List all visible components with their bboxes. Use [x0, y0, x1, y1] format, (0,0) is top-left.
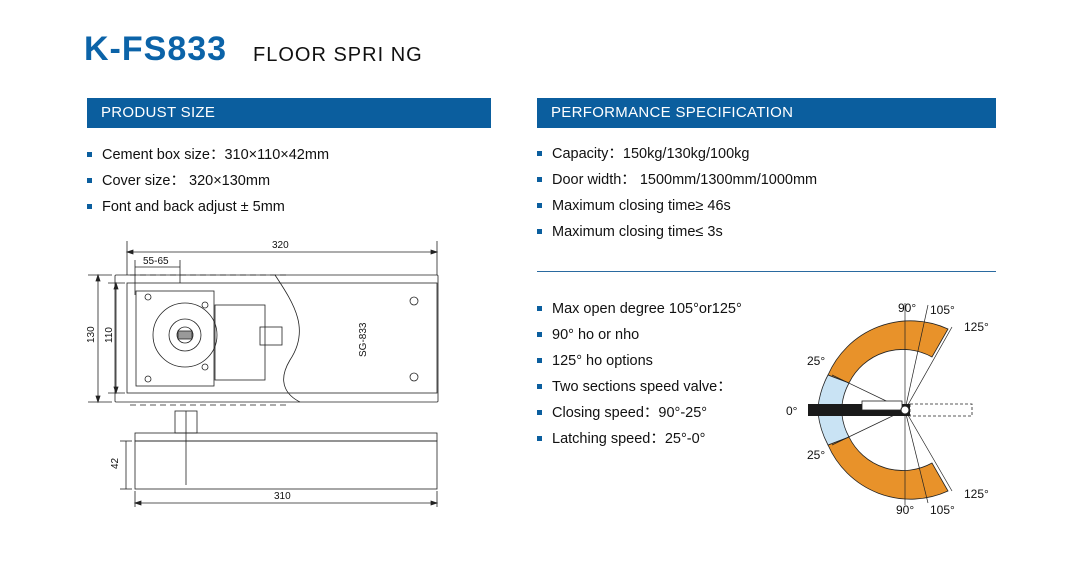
list-item: Cement box size：310×110×42mm: [87, 146, 329, 172]
dim-55-65: 55-65: [143, 256, 169, 267]
list-item: Font and back adjust ± 5mm: [87, 198, 329, 224]
dim-130: 130: [86, 326, 97, 343]
dim-42: 42: [110, 457, 121, 469]
label-top-90: 90°: [898, 301, 916, 315]
label-lower-25: 25°: [807, 448, 825, 462]
list-item: Capacity：150kg/130kg/100kg: [537, 145, 817, 171]
label-upper-25: 25°: [807, 354, 825, 368]
list-item: Latching speed：25°-0°: [537, 430, 742, 456]
label-zero: 0°: [786, 404, 798, 418]
dim-320: 320: [272, 240, 289, 251]
label-bottom-125: 125°: [964, 487, 989, 501]
model-title: K-FS833: [84, 30, 228, 68]
opening-angle-diagram: 90° 105° 125° 25° 0° 25° 125° 90° 105°: [786, 301, 989, 517]
latching-zone-lower: [817, 412, 850, 446]
performance-list: Capacity：150kg/130kg/100kg Door width： 1…: [537, 145, 817, 249]
product-size-heading: PRODUST SIZE: [87, 98, 491, 128]
label-bottom-105: 105°: [930, 503, 955, 517]
list-item: Maximum closing time≤ 3s: [537, 223, 817, 249]
label-top-125: 125°: [964, 320, 989, 334]
dim-310: 310: [274, 491, 291, 502]
list-item: Two sections speed valve：: [537, 378, 742, 404]
list-item: Door width： 1500mm/1300mm/1000mm: [537, 171, 817, 197]
product-subtitle: FLOOR SPRI NG: [253, 44, 423, 66]
cover-mark: SG-833: [358, 322, 369, 357]
section-divider: [537, 271, 996, 272]
label-bottom-90: 90°: [896, 503, 914, 517]
performance-heading: PERFORMANCE SPECIFICATION: [537, 98, 996, 128]
list-item: 125° ho options: [537, 352, 742, 378]
list-item: Max open degree 105°or125°: [537, 300, 742, 326]
product-size-list: Cement box size：310×110×42mm Cover size：…: [87, 146, 329, 224]
list-item: Maximum closing time≥ 46s: [537, 197, 817, 223]
opening-list: Max open degree 105°or125° 90° ho or nho…: [537, 300, 742, 456]
latching-zone-upper: [817, 374, 850, 408]
list-item: Closing speed：90°-25°: [537, 404, 742, 430]
list-item: 90° ho or nho: [537, 326, 742, 352]
dimension-drawing: 320 55-65 130 110 SG-833 42 310: [86, 240, 439, 507]
dim-110: 110: [104, 327, 115, 343]
closing-zone-upper: [827, 320, 949, 384]
list-item: Cover size： 320×130mm: [87, 172, 329, 198]
closing-zone-lower: [827, 436, 949, 500]
label-top-105: 105°: [930, 303, 955, 317]
